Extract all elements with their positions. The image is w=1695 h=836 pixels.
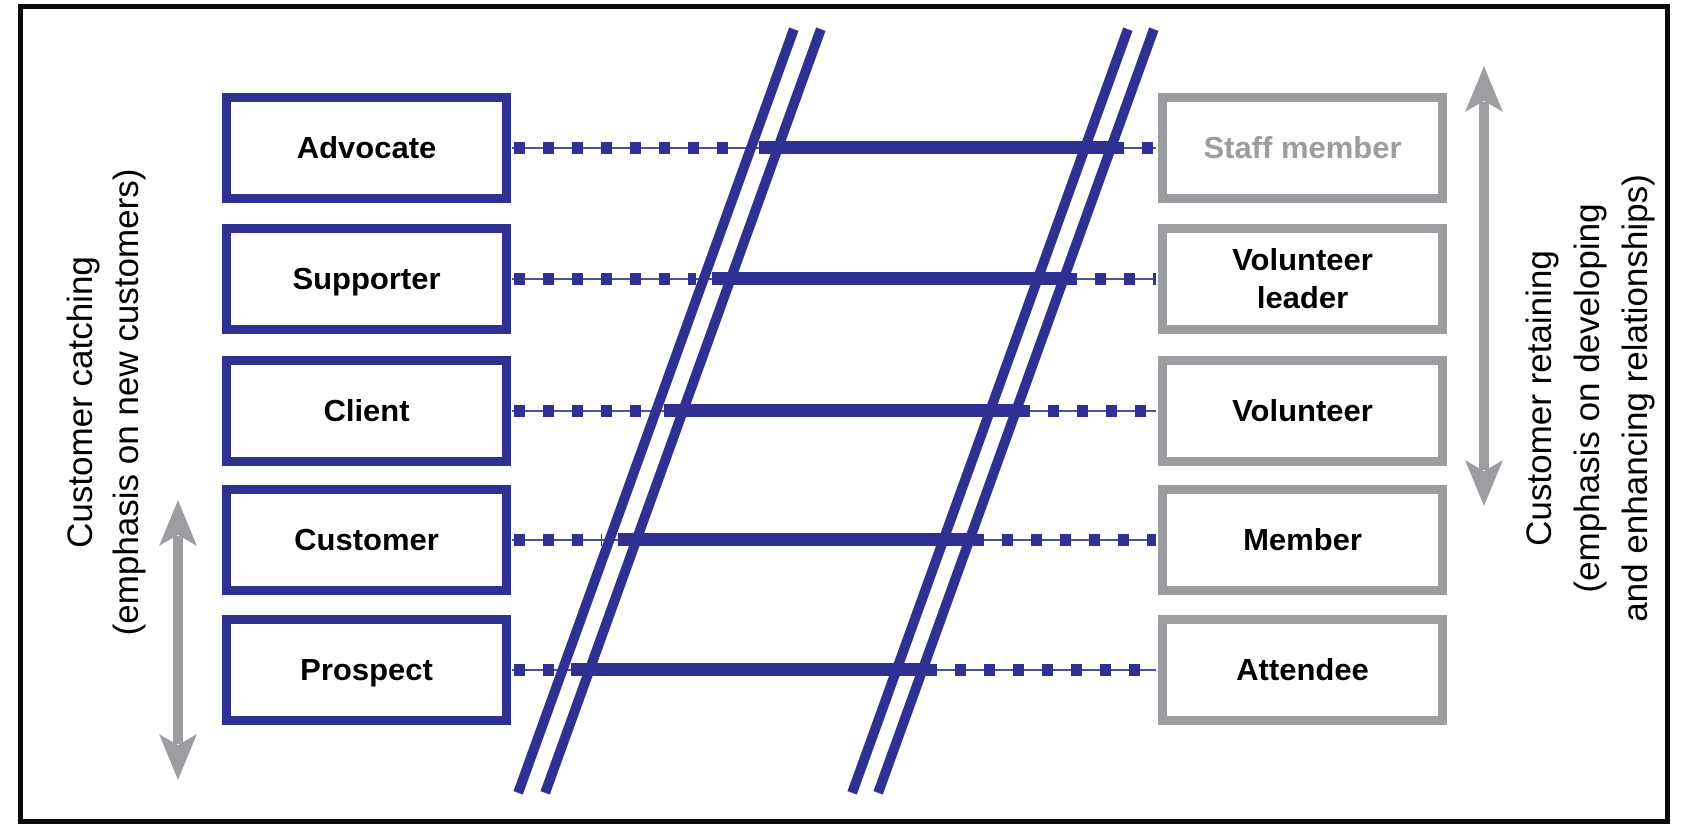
right-box-staff-member-label: Staff member [1203,130,1402,166]
left-box-supporter: Supporter [222,224,511,334]
left-axis-line2: (emphasis on new customers) [107,168,146,636]
row5-right-dashes [926,664,1156,676]
left-box-customer: Customer [222,485,511,595]
row3-left-dashes [514,405,648,417]
row2-right-dashes [1066,273,1156,285]
row3-ladder-rung [664,404,1017,417]
left-axis-label: Customer catching (emphasis on new custo… [58,52,150,752]
right-box-volunteer-leader-label: Volunteer leader [1232,242,1373,315]
row5-ladder-rung [571,663,924,676]
row2-left-dashes [514,273,696,285]
row3-right-dashes [1019,405,1156,417]
right-box-member: Member [1158,485,1447,595]
row4-ladder-rung [618,533,971,546]
right-box-attendee: Attendee [1158,615,1447,725]
right-box-volunteer: Volunteer [1158,356,1447,466]
row2-ladder-rung [712,272,1064,285]
left-box-client: Client [222,356,511,466]
right-axis-line1: Customer retaining [1520,250,1559,546]
right-box-attendee-label: Attendee [1236,652,1369,688]
left-box-prospect: Prospect [222,615,511,725]
right-box-staff-member: Staff member [1158,93,1447,203]
left-box-supporter-label: Supporter [292,261,441,297]
row1-right-dashes [1113,142,1156,154]
right-box-volunteer-leader: Volunteer leader [1158,224,1447,334]
row4-left-dashes [514,534,602,546]
row1-ladder-rung [759,141,1111,154]
row5-left-dashes [514,664,555,676]
left-box-customer-label: Customer [294,522,439,558]
left-box-advocate: Advocate [222,93,511,203]
right-box-member-label: Member [1243,522,1362,558]
right-axis-label: Customer retaining (emphasis on developi… [1516,48,1660,748]
left-axis-line1: Customer catching [61,256,100,548]
left-box-advocate-label: Advocate [296,130,437,166]
left-box-client-label: Client [323,393,410,429]
right-axis-line3: and enhancing relationships) [1616,174,1655,622]
figure-border-frame [18,4,1670,824]
right-axis-line2: (emphasis on developing [1568,203,1607,593]
row4-right-dashes [973,534,1156,546]
right-box-volunteer-label: Volunteer [1232,393,1373,429]
left-box-prospect-label: Prospect [300,652,433,688]
row1-left-dashes [514,142,743,154]
